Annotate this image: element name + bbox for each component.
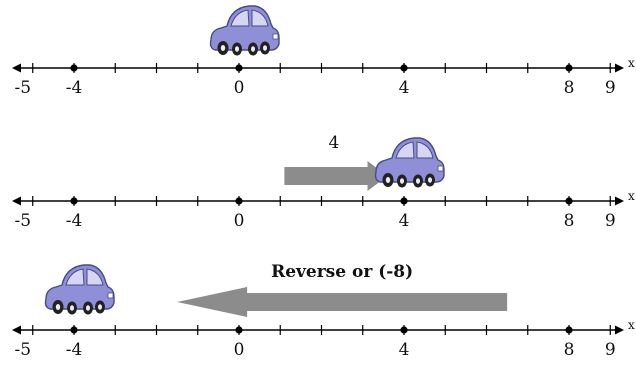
point-dot	[235, 197, 243, 205]
tick-label: 9	[605, 78, 616, 98]
tick-label: -5	[14, 211, 31, 231]
axis-end-letter: x	[628, 318, 635, 332]
tick-label: 8	[564, 78, 575, 98]
left-arrowhead	[12, 325, 21, 335]
tick-label: -4	[66, 78, 83, 98]
tick-label: -5	[14, 340, 31, 360]
tick-label: 4	[399, 340, 410, 360]
tick-label: -4	[66, 340, 83, 360]
point-dot	[235, 64, 243, 72]
number-line: -5 -4 0 4 8 9x	[12, 189, 635, 231]
arrow-label: 4	[329, 133, 340, 153]
right-arrowhead	[615, 325, 624, 335]
arrow-label: Reverse or (-8)	[271, 262, 413, 282]
forward-arrow	[284, 161, 388, 191]
tick-label: 4	[399, 78, 410, 98]
point-dot	[565, 326, 573, 334]
tick-label: 9	[605, 340, 616, 360]
left-arrowhead	[12, 63, 21, 73]
point-dot	[235, 326, 243, 334]
point-dot	[400, 197, 408, 205]
point-dot	[565, 64, 573, 72]
tick-label: 0	[234, 78, 245, 98]
point-dot	[565, 197, 573, 205]
axis-end-letter: x	[628, 189, 635, 203]
point-dot	[400, 326, 408, 334]
point-dot	[70, 197, 78, 205]
tick-label: -5	[14, 78, 31, 98]
tick-label: 8	[564, 211, 575, 231]
car-icon	[44, 264, 115, 316]
right-arrowhead	[615, 63, 624, 73]
reverse-arrow	[177, 287, 508, 317]
tick-label: 9	[605, 211, 616, 231]
tick-label: -4	[66, 211, 83, 231]
point-dot	[400, 64, 408, 72]
car-icon	[209, 5, 280, 57]
left-arrowhead	[12, 196, 21, 206]
car-icon	[374, 137, 445, 189]
tick-label: 4	[399, 211, 410, 231]
axis-end-letter: x	[628, 56, 635, 70]
number-line: -5 -4 0 4 8 9x	[12, 56, 635, 98]
point-dot	[70, 326, 78, 334]
point-dot	[70, 64, 78, 72]
tick-label: 0	[234, 340, 245, 360]
number-line: -5 -4 0 4 8 9x	[12, 318, 635, 360]
tick-label: 0	[234, 211, 245, 231]
tick-label: 8	[564, 340, 575, 360]
right-arrowhead	[615, 196, 624, 206]
